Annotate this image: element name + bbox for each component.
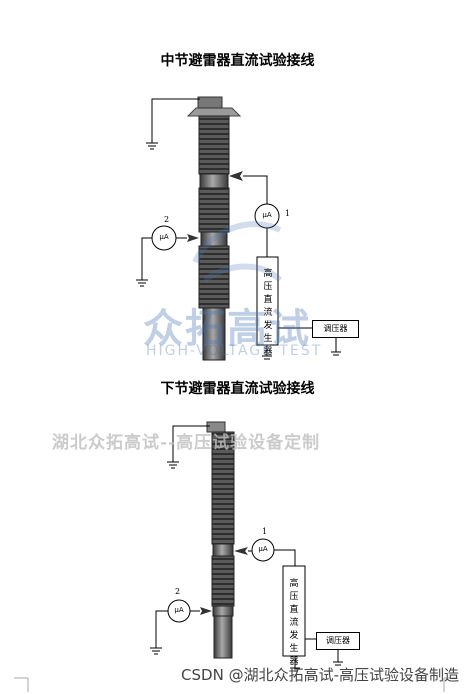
bottom-diagram bbox=[150, 421, 343, 672]
ground-symbol-bottom-1 bbox=[167, 461, 179, 469]
ground-symbol-top-1 bbox=[146, 142, 158, 150]
ground-symbol-bottom-2 bbox=[150, 647, 162, 655]
watermark-swirl bbox=[192, 221, 283, 283]
meter-right-number-bottom: 1 bbox=[262, 527, 268, 536]
regulator-top: 调压器 bbox=[312, 320, 359, 338]
diagram-title-bottom: 下节避雷器直流试验接线 bbox=[160, 381, 315, 397]
page-corner-marks bbox=[14, 677, 458, 692]
meter-unit-left-top: μA bbox=[159, 233, 169, 241]
regulator-bottom: 调压器 bbox=[316, 632, 360, 650]
meter-right-number-top: 1 bbox=[285, 209, 291, 218]
meter-unit-right-bottom: μA bbox=[258, 545, 268, 553]
diagram-title-top: 中节避雷器直流试验接线 bbox=[160, 53, 315, 69]
hv-dc-generator-box-bottom bbox=[282, 565, 306, 657]
generator-label-top: 高压直流发生器 bbox=[263, 269, 273, 357]
footer-credit: CSDN @湖北众拓高试-高压试验设备制造 bbox=[181, 666, 459, 684]
meter-left-number-top: 2 bbox=[164, 215, 170, 224]
meter-unit-right-top: μA bbox=[262, 211, 272, 219]
arrester-bottom bbox=[211, 431, 235, 659]
arrester-top-upper bbox=[198, 115, 230, 361]
top-grading-ring bbox=[186, 96, 242, 117]
clamp-left-bottom bbox=[200, 607, 212, 615]
bottom-ground-lead bbox=[172, 425, 210, 462]
watermark-company-line: 湖北众拓高试--高压试验设备定制 bbox=[52, 433, 321, 453]
generator-label-bottom: 高压直流发生器 bbox=[289, 579, 299, 667]
meter-unit-left-bottom: μA bbox=[174, 606, 184, 614]
clamp-left-top bbox=[187, 234, 199, 242]
watermark-logo-subtext: HIGH-VOLTAGE TEST bbox=[146, 343, 323, 359]
watermark-logo-text: 众拓高试 bbox=[143, 306, 311, 352]
meter-left-number-bottom: 2 bbox=[175, 587, 181, 596]
clamp-right-bottom bbox=[234, 547, 248, 555]
top-diagram bbox=[136, 96, 341, 361]
top-ground-lead bbox=[151, 98, 200, 143]
clamp-right-top bbox=[229, 171, 243, 181]
ground-symbol-top-2 bbox=[136, 279, 148, 287]
